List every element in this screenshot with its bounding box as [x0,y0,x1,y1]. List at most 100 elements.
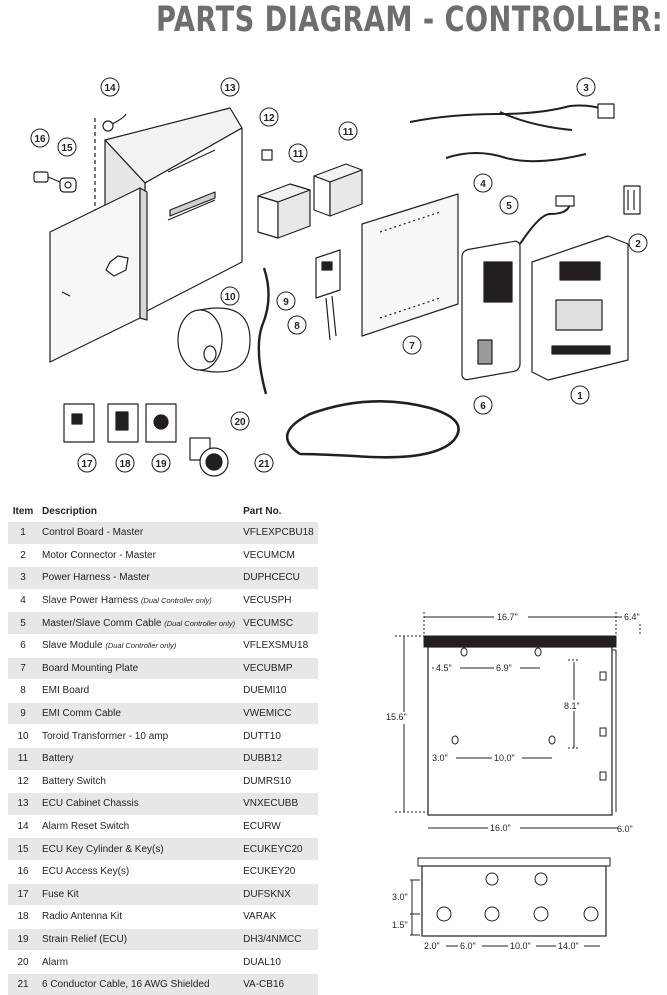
part-number: VARAK [239,905,318,929]
slave-power-harness [445,152,587,163]
item-description: Control Board - Master [38,521,240,545]
part-number: DH3/4NMCC [239,927,318,951]
item-number: 1 [8,521,38,545]
part-number: ECURW [239,814,318,838]
cabinet-bottom-view [417,857,611,867]
item-number: 14 [8,814,38,838]
part-number: DUBB12 [239,746,318,771]
dim-depth: 6.0" [617,824,633,834]
callout-3: 3 [583,83,589,94]
callout-13: 13 [224,83,236,94]
item-number: 19 [8,927,38,951]
part-number: VFLEXPCBU18 [239,521,318,545]
header-part-no: Part No. [243,505,282,517]
power-harness [409,104,607,123]
item-number: 4 [8,588,38,612]
header-item: Item [12,505,34,517]
emi-comm-cable [257,267,270,395]
part-number: DUPHCECU [239,566,318,590]
callout-15: 15 [61,143,73,154]
callout-9: 9 [283,297,289,308]
toroid-transformer [177,307,251,373]
emi-board [315,249,341,341]
dim-b2: 2.0" [424,941,440,951]
item-description: EMI Comm Cable [38,701,240,725]
callout-19: 19 [155,459,167,470]
callout-11b: 11 [293,149,304,160]
item-number: 8 [8,679,38,703]
dim-bottom-row1: 3.0" [392,892,408,902]
dim-mount-spacing-h: 6.9" [496,663,512,673]
item-number: 17 [8,882,38,906]
callout-4: 4 [480,179,486,190]
callout-10: 10 [224,292,236,303]
item-number: 13 [8,792,38,816]
callout-8: 8 [294,321,300,332]
battery-switch [261,149,273,161]
dim-lower-spacing: 10.0" [494,753,515,763]
item-number: 12 [8,769,38,793]
item-description: Fuse Kit [38,882,240,906]
battery-icon [257,163,363,239]
callouts: 1 2 3 4 5 6 7 8 9 10 11 11 12 13 14 15 1… [30,77,648,473]
part-number: DUMRS10 [239,769,318,793]
callout-14: 14 [104,83,116,94]
callout-18: 18 [119,459,131,470]
item-description: Alarm [38,950,240,974]
part-number: ECUKEY20 [239,859,318,883]
callout-11a: 11 [343,127,354,138]
part-number: VFLEXSMU18 [239,633,318,658]
part-number: DUEMI10 [239,679,318,703]
item-description: Slave Module (Dual Controller only) [38,633,240,658]
item-description: Board Mounting Plate [38,656,240,680]
item-description: Slave Power Harness (Dual Controller onl… [38,588,240,612]
item-description: ECU Access Key(s) [38,859,240,883]
dimension-labels: 16.7" 6.4" 15.6" 4.5" 6.9" 8.1" 3.0" 10.… [384,611,648,952]
part-number: VECUBMP [239,656,318,680]
item-number: 2 [8,543,38,567]
item-number: 15 [8,837,38,861]
page-title: PARTS DIAGRAM - CONTROLLER: [155,0,663,40]
header-description: Description [42,505,98,517]
dim-base-width: 16.0" [490,823,511,833]
item-number: 3 [8,566,38,590]
part-number: VECUSPH [239,588,318,612]
item-number: 9 [8,701,38,725]
dim-height: 15.6" [386,712,407,722]
dim-width: 16.7" [497,612,518,622]
control-board [531,235,629,381]
item-description: Motor Connector - Master [38,543,240,567]
item-description: Alarm Reset Switch [38,814,240,838]
dim-b10: 10.0" [510,941,531,951]
board-mounting-plate [361,193,459,337]
part-number: VECUMSC [239,611,318,635]
dim-mount-left: 4.5" [436,663,452,673]
dim-b14: 14.0" [558,941,579,951]
item-description: ECU Cabinet Chassis [38,792,240,816]
table-header-row: Item Description Part No. [8,501,318,522]
callout-5: 5 [506,201,512,212]
part-number: DUTT10 [239,724,318,748]
callout-6: 6 [480,401,486,412]
item-description: Radio Antenna Kit [38,905,240,929]
cabinet-door [49,187,148,363]
item-number: 6 [8,633,38,658]
item-number: 11 [8,746,38,771]
